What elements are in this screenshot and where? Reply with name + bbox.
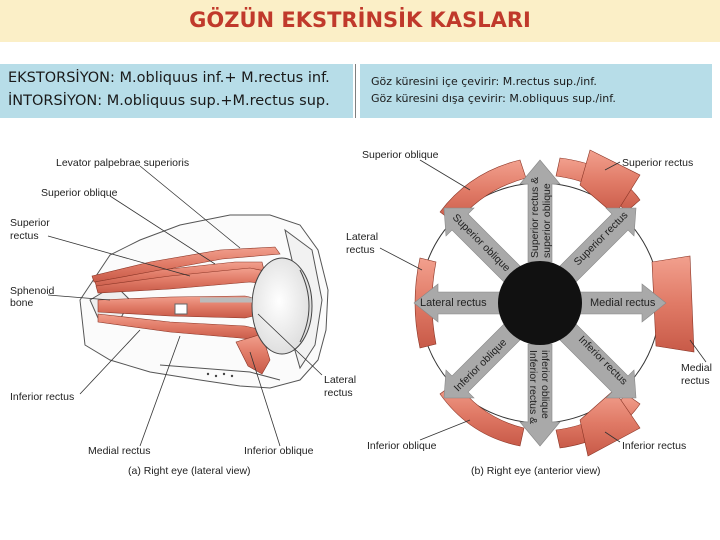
label-medial-rectus-ant-1: Medial: [681, 362, 712, 374]
direction-arrows: [413, 159, 667, 447]
label-lateral-rectus-lat-1: Lateral: [324, 374, 356, 386]
arrow-text-up-2: superior oblique: [541, 183, 553, 258]
anterior-eyeball: [498, 261, 582, 345]
arrow-text-down-1: Inferior rectus &: [527, 350, 539, 424]
label-lateral-rectus-ant-1: Lateral: [346, 231, 378, 243]
arrow-text-down-2: inferior oblique: [539, 350, 551, 419]
label-inferior-oblique-ant: Inferior oblique: [367, 440, 437, 452]
label-inferior-oblique-lat: Inferior oblique: [244, 445, 314, 457]
label-inferior-rectus-lat: Inferior rectus: [10, 391, 74, 403]
label-superior-rectus-lat-2: rectus: [10, 230, 39, 242]
arrow-text-upper-right: Superior rectus: [572, 209, 631, 268]
lateral-eyeball: [251, 257, 313, 355]
label-inferior-rectus-ant: Inferior rectus: [622, 440, 686, 452]
label-lateral-rectus-lat-2: rectus: [324, 387, 353, 399]
ekstorsiyon-text: EKSTORSİYON: M.obliquus inf.+ M.rectus i…: [8, 70, 330, 86]
arrow-text-up-1: Superior rectus &: [529, 177, 541, 258]
label-medial-rectus-lat: Medial rectus: [88, 445, 150, 457]
eye-muscles-figure: Levator palpebrae superioris Superior ob…: [10, 149, 712, 477]
label-superior-rectus-lat-1: Superior: [10, 217, 50, 229]
label-superior-rectus-ant: Superior rectus: [622, 157, 693, 169]
anterior-view: Lateral rectus Medial rectus Superior re…: [346, 149, 712, 477]
label-lateral-rectus-ant-2: rectus: [346, 244, 375, 256]
lateral-view: Levator palpebrae superioris Superior ob…: [10, 157, 356, 477]
label-sphenoid-2: bone: [10, 297, 34, 309]
label-medial-rectus-ant-2: rectus: [681, 375, 710, 387]
caption-lateral: (a) Right eye (lateral view): [128, 465, 251, 477]
label-levator: Levator palpebrae superioris: [56, 157, 189, 169]
label-superior-oblique-lat: Superior oblique: [41, 187, 118, 199]
caption-anterior: (b) Right eye (anterior view): [471, 465, 601, 477]
page-title: GÖZÜN EKSTRİNSİK KASLARI: [189, 8, 531, 32]
lateral-rotation-text: Göz küresini dışa çevirir: M.obliquus su…: [371, 92, 616, 105]
rotation-box: [360, 64, 712, 118]
arrow-text-left: Lateral rectus: [420, 297, 487, 309]
tendon-ring: [174, 303, 188, 315]
ekstorsiyon-box: [0, 64, 353, 118]
medial-rectus-band: [651, 255, 695, 353]
arrow-text-lower-left: Inferior oblique: [452, 336, 510, 394]
label-sphenoid-1: Sphenoid: [10, 285, 55, 297]
arrow-text-upper-left: Superior oblique: [450, 212, 513, 275]
box-divider: [355, 64, 356, 118]
title-bar: [0, 0, 720, 42]
arrow-text-right: Medial rectus: [590, 297, 656, 309]
intorsiyon-text: İNTORSİYON: M.obliquus sup.+M.rectus sup…: [8, 93, 330, 109]
label-superior-oblique-ant: Superior oblique: [362, 149, 439, 161]
medial-rotation-text: Göz küresini içe çevirir: M.rectus sup./…: [371, 75, 597, 88]
